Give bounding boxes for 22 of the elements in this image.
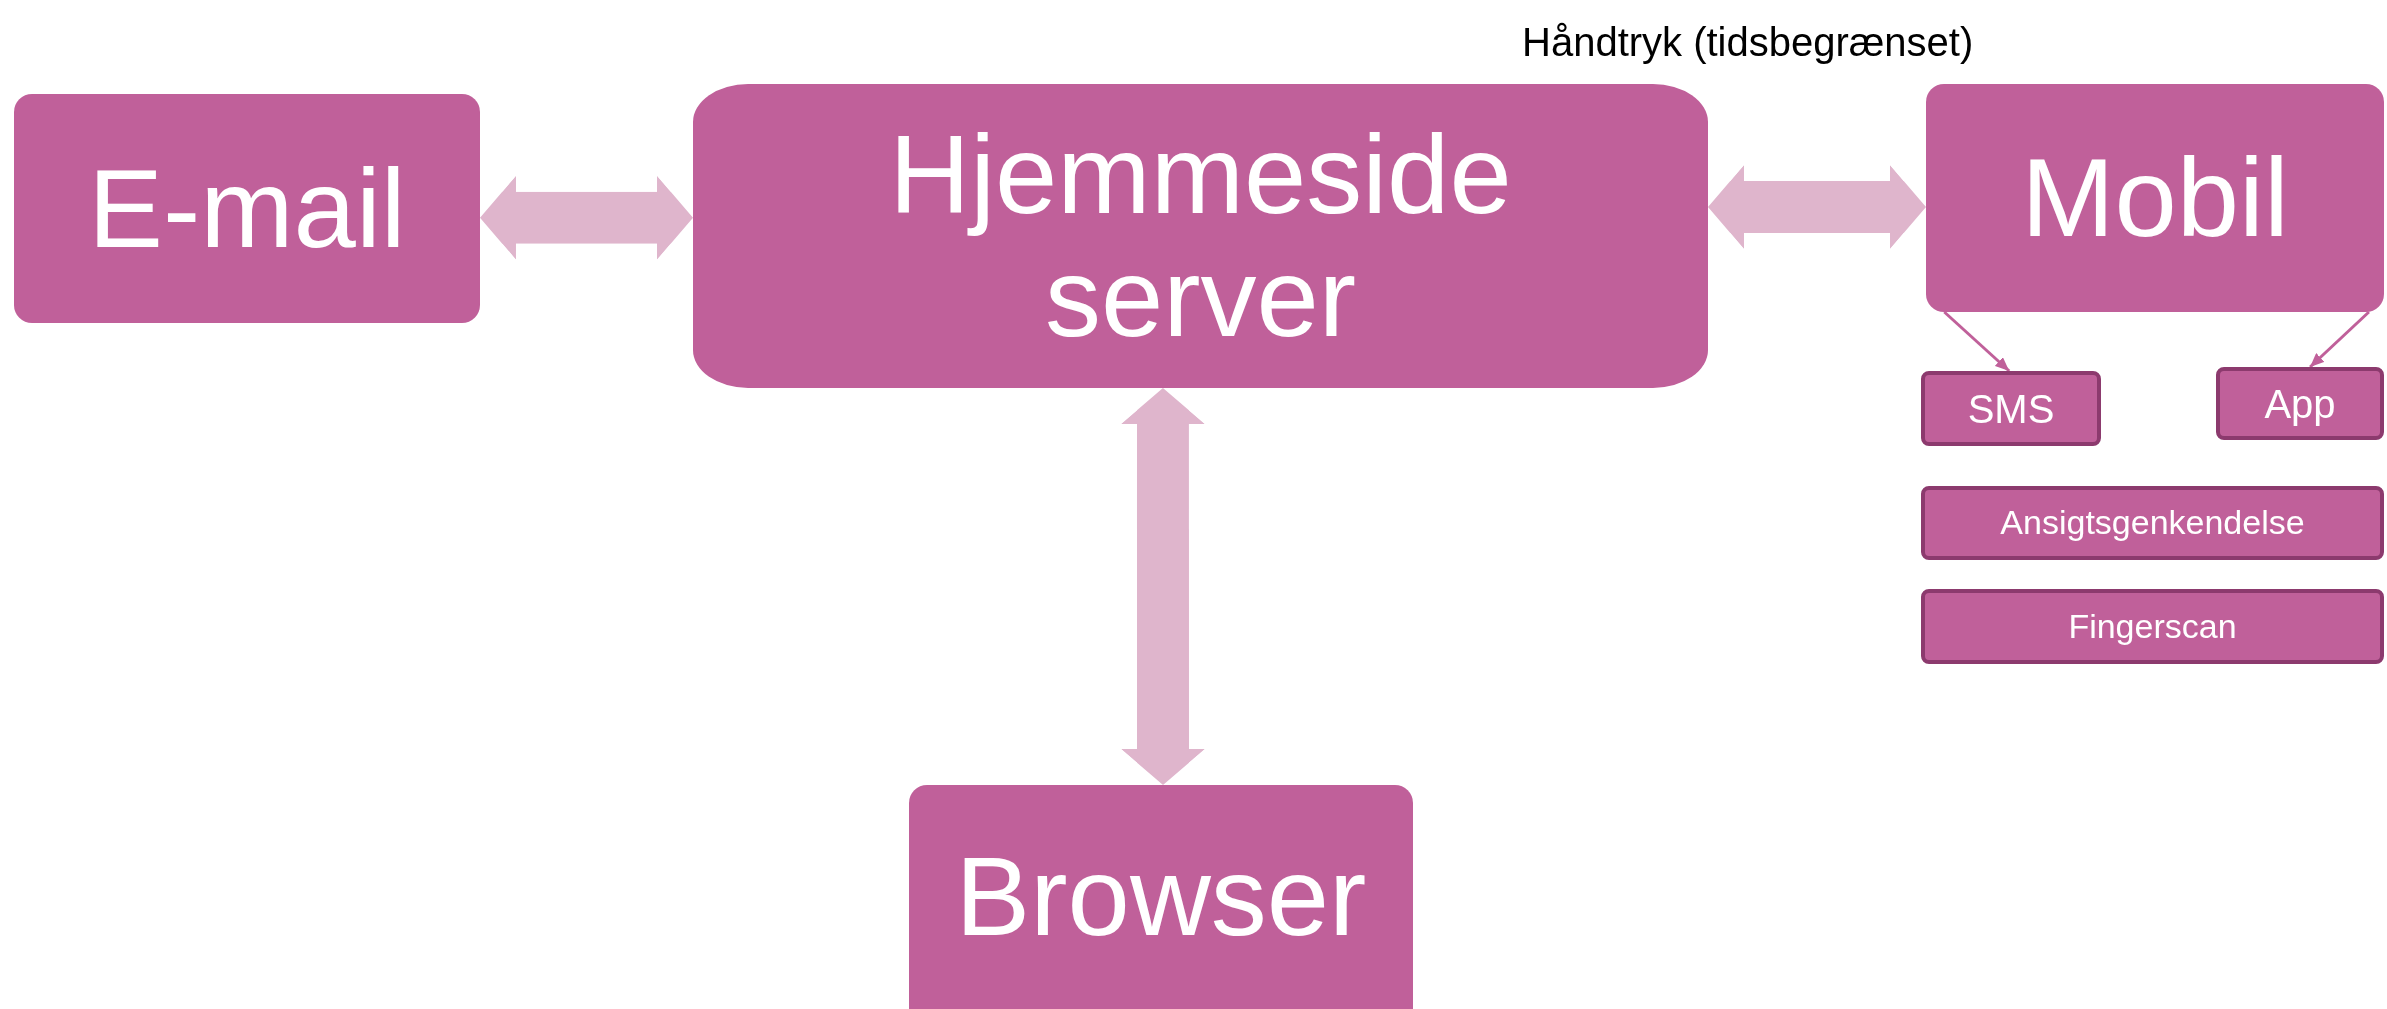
arrow (1943, 310, 2011, 373)
option-box (1921, 486, 2384, 560)
node-label: Hjemmeside server (888, 112, 1513, 360)
node-label: App (2264, 381, 2336, 426)
process-box (909, 785, 1413, 1009)
node-label: Ansigtsgenkendelse (2000, 504, 2305, 542)
node-label: SMS (1967, 386, 2055, 431)
option-box (1921, 371, 2101, 446)
option-box (2216, 367, 2384, 440)
double-arrow (1120, 388, 1205, 785)
note-text: Håndtryk (tidsbegrænset) (1522, 20, 1974, 65)
server-box (693, 84, 1708, 388)
option-box (1921, 589, 2384, 664)
double-arrow (480, 175, 693, 260)
process-box (1926, 84, 2384, 312)
node-label: E-mail (88, 146, 406, 271)
node-label: Fingerscan (2068, 607, 2237, 646)
process-box (14, 94, 480, 323)
node-label: Mobil (2021, 136, 2289, 260)
double-arrow (1708, 165, 1926, 250)
arrow (2309, 310, 2370, 369)
node-label: Browser (955, 835, 1367, 959)
